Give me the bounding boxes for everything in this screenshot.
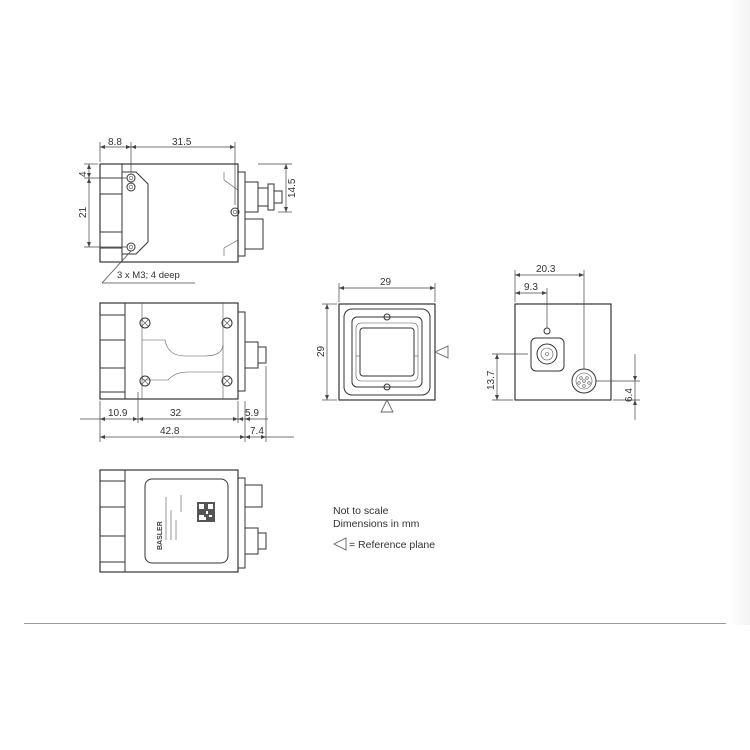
- dim-4-label: 4: [78, 171, 89, 177]
- note-reference-plane: = Reference plane: [349, 539, 435, 551]
- drawing-notes: Not to scale Dimensions in mm = Referenc…: [332, 505, 435, 551]
- dim-6-4-label: 6.4: [624, 388, 635, 402]
- dim-42-8-label: 42.8: [160, 426, 180, 437]
- note-not-to-scale: Not to scale: [333, 505, 389, 517]
- back-view: 20.3 9.3 13.7 6.4: [486, 264, 640, 420]
- thread-callout: 3 x M3; 4 deep: [117, 270, 180, 281]
- bottom-view: BASLER: [99, 469, 267, 573]
- reference-plane-legend-icon: [332, 537, 347, 551]
- back-view-body: [514, 303, 612, 401]
- screw: [139, 317, 233, 387]
- product-label: [144, 478, 229, 564]
- reference-plane-marker-bottom: [380, 398, 394, 413]
- reference-plane-marker: [433, 345, 449, 359]
- brand-logo: BASLER: [157, 521, 164, 550]
- usb-connector: [530, 337, 565, 372]
- note-dimensions-unit: Dimensions in mm: [333, 518, 420, 530]
- dim-31-5-label: 31.5: [172, 137, 192, 148]
- bottom-view-body: [99, 469, 239, 573]
- dim-32-label: 32: [170, 408, 182, 419]
- dim-14-5-label: 14.5: [287, 178, 298, 198]
- dim-7-4-label: 7.4: [250, 426, 264, 437]
- dim-10-9-label: 10.9: [108, 408, 128, 419]
- page-edge-shade: [728, 0, 750, 625]
- top-view-body: [99, 163, 239, 263]
- qr-code: [197, 502, 215, 522]
- side-view-body: [99, 302, 239, 400]
- dim-8-8-label: 8.8: [108, 137, 122, 148]
- dim-5-9-label: 5.9: [245, 408, 259, 419]
- front-height-label: 29: [316, 345, 327, 357]
- dim-9-3-label: 9.3: [524, 282, 538, 293]
- front-width-label: 29: [380, 277, 392, 288]
- front-view: 29 29: [316, 277, 449, 413]
- dim-21-label: 21: [78, 206, 89, 218]
- label-text-lines: [165, 495, 182, 540]
- dim-13-7-label: 13.7: [486, 370, 497, 390]
- side-view: 10.9 32 5.9 42.8 7.4: [80, 302, 294, 442]
- top-view: 8.8 31.5 4 21 14.5 3 x M3; 4 deep: [78, 137, 298, 284]
- footer-divider: [24, 623, 726, 624]
- dim-20-3-label: 20.3: [536, 264, 556, 275]
